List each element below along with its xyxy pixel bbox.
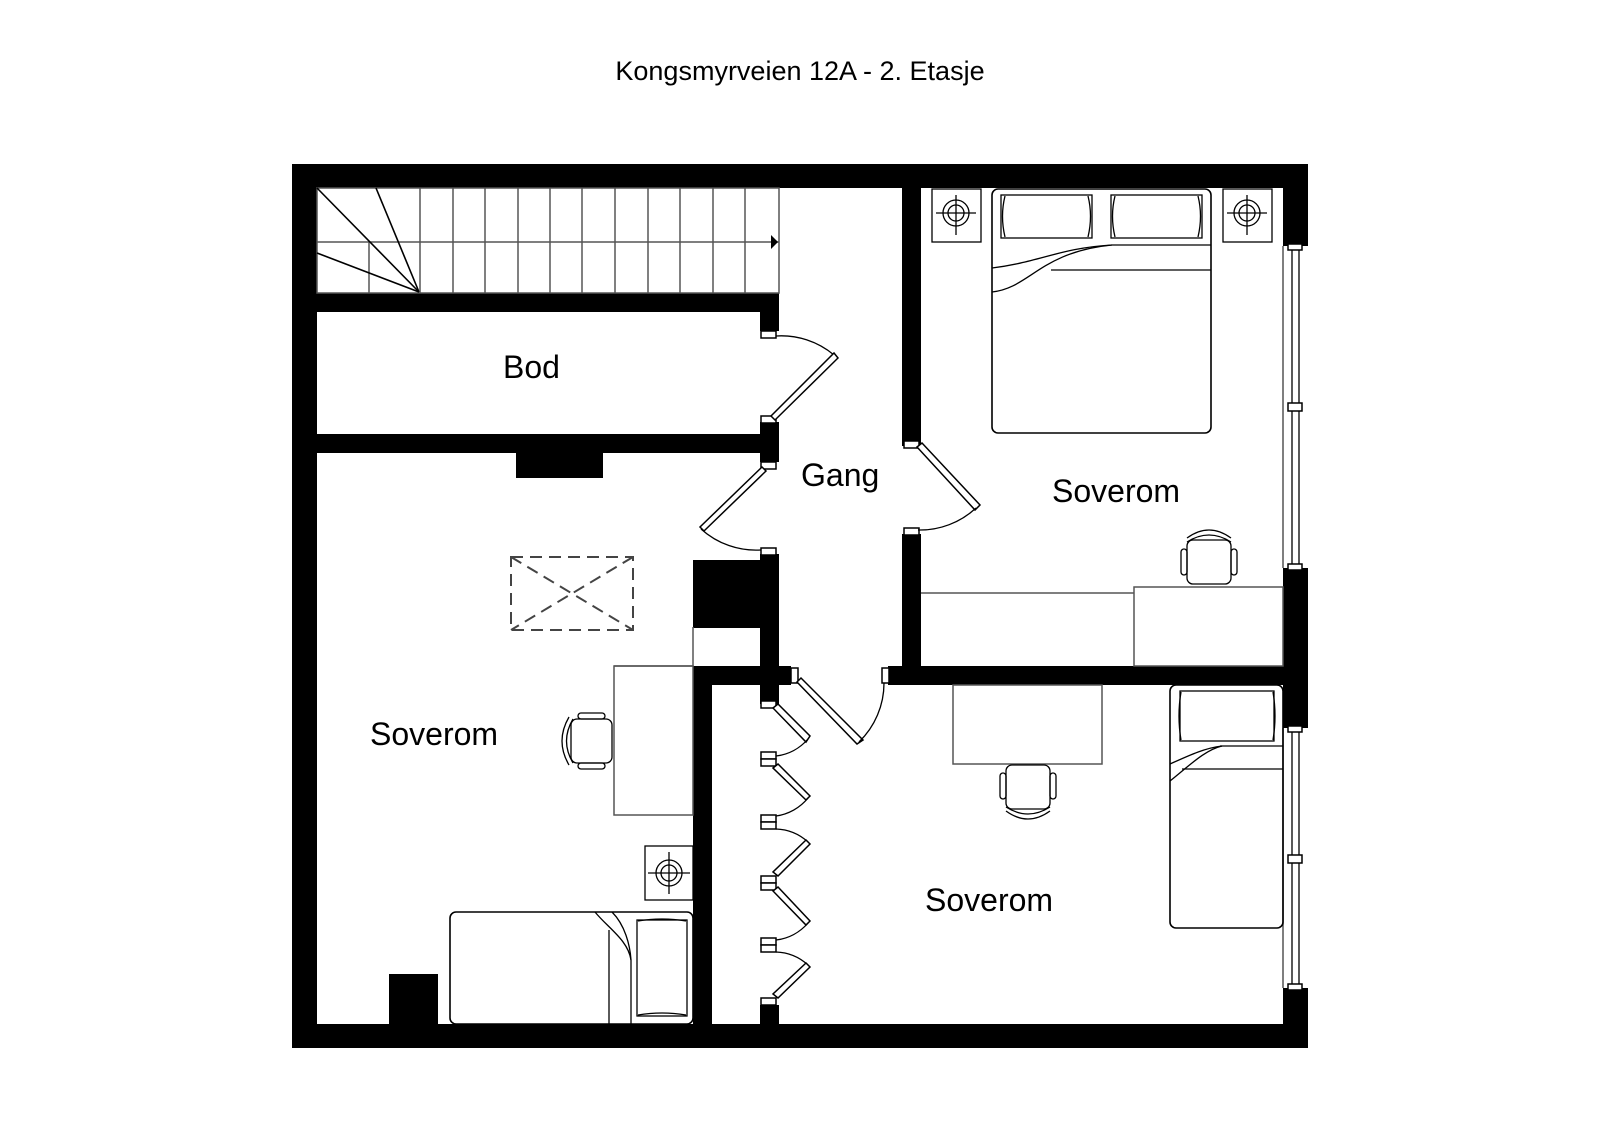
double-bed — [991, 188, 1212, 434]
door-soverom-se[interactable] — [790, 667, 890, 745]
office-chair-west — [561, 712, 613, 770]
stair-direction-arrow-icon — [771, 235, 778, 249]
door-soverom-ne[interactable] — [903, 440, 982, 536]
skylight — [510, 556, 634, 631]
interior-walls — [292, 164, 1308, 1036]
room-label-soverom-ne: Soverom — [1052, 473, 1180, 509]
outer-walls — [292, 164, 1308, 1048]
room-label-gang: Gang — [801, 457, 879, 493]
nightstand-left — [931, 188, 982, 243]
desk-se — [952, 684, 1103, 765]
desk-west — [613, 627, 694, 816]
nightstand-right — [1222, 188, 1273, 243]
office-chair-ne — [1180, 529, 1238, 585]
door-soverom-west[interactable] — [698, 461, 777, 556]
nightstand-west — [644, 845, 694, 901]
room-label-soverom-se: Soverom — [925, 882, 1053, 918]
room-label-soverom-west: Soverom — [370, 716, 498, 752]
office-chair-se — [999, 764, 1057, 820]
window-lower — [1282, 725, 1303, 991]
floor-plan-title: Kongsmyrveien 12A - 2. Etasje — [615, 56, 985, 86]
desk-ne — [921, 586, 1284, 667]
window-upper — [1282, 243, 1303, 571]
single-bed-se — [1169, 684, 1284, 929]
door-bod[interactable] — [760, 330, 840, 424]
wardrobe-bifold-doors[interactable] — [760, 700, 812, 1006]
staircase — [316, 187, 780, 294]
room-label-bod: Bod — [503, 349, 560, 385]
single-bed-west — [449, 911, 694, 1025]
